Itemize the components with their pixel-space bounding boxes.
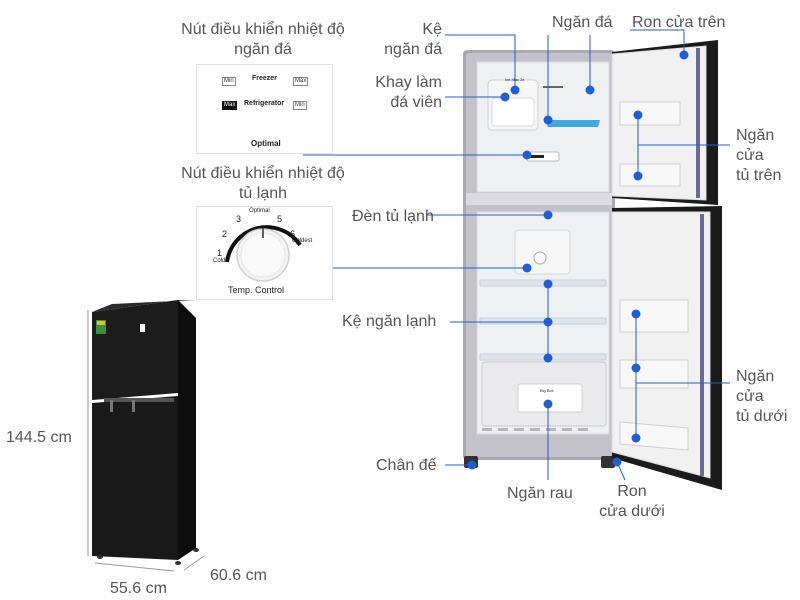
width-line [94,562,175,572]
thumb-foot [97,555,103,559]
label-freezer: Ngăn đá [552,14,613,31]
dial-number-6: 6 [290,229,296,239]
big-box-text: Big Box [540,388,554,393]
freezer-shelf-shape [545,120,600,127]
bottom-door-bin-2 [619,359,689,389]
freezer-label: Freezer [252,75,277,82]
freezer-control-panel [196,64,333,154]
thumb-energy-label [96,320,106,334]
dial-number-2: 2 [222,229,228,239]
dot-light [543,210,553,220]
dimension-width: 55.6 cm [110,580,167,597]
dot-shelf-lower [543,353,553,363]
freezer-optimal-label: Optimal [251,139,281,148]
dot-top-gasket [679,50,689,60]
dial-number-3: 3 [236,214,242,224]
temp-control-label: Temp. Control [228,285,285,295]
label-light: Đèn tủ lạnh [352,208,434,225]
label-shelf-freezer: Kệ ngăn đá [384,21,442,58]
fridge-control-panel [196,206,333,300]
top-door-bin-2 [619,163,681,187]
fridge-dial-arc [225,225,302,263]
dot-bottom-door-bin-1 [631,309,641,319]
label-bottom-door-compartment: Ngăn cửa tủ dưới [736,368,788,425]
dot-base [467,460,477,470]
dot-freezer-control [522,150,532,160]
thumb-bottom-door [92,396,178,560]
dimension-lines [87,310,205,572]
dot-fridge-control [522,263,532,273]
dot-ice-tray [500,92,510,102]
fridge-shelf-middle [479,317,607,325]
base-foot-right [601,456,615,468]
dot-bottom-door-bin-3 [631,433,641,443]
refrigerator-label: Refrigerator [244,100,285,107]
label-fridge-shelf: Kệ ngăn lạnh [342,313,437,330]
dimension-depth: 60.6 cm [210,567,267,584]
dial-number-5: 5 [277,214,283,224]
dial-coldest-label: Coldest [292,238,313,244]
dial-optimal-label: Optimal [249,208,270,214]
dot-top-door-bin-2 [633,171,643,181]
fridge-shelf-lower [479,353,607,361]
label-fridge-control: Nút điều khiển nhiệt độ tủ lạnh [181,165,345,202]
thumb-top-door [92,300,178,400]
dot-freezer [585,85,595,95]
dot-shelf-upper [543,279,553,289]
label-base: Chân đế [376,457,437,474]
label-bottom-gasket: Ron cửa dưới [599,483,665,520]
label-vegetable: Ngăn rau [507,485,573,502]
dimension-height: 144.5 cm [6,429,72,446]
bottom-door-bin-1 [619,299,689,333]
line-top-gasket [630,29,685,55]
separator [466,193,612,205]
thumb-badge [140,324,145,332]
fridge-control-graphic [225,225,302,282]
label-top-gasket: Ron cửa trên [632,14,726,31]
thumb-handle [104,398,174,402]
product-thumbnail [92,300,199,565]
ice-max-text: Ice Max 2x [505,77,525,82]
thumb-handle-left [110,400,113,412]
dot-shelf-middle [543,317,553,327]
refrigerator-min-label: Min [293,101,307,110]
thumb-side [178,300,196,560]
dot-vegetable [543,399,553,409]
dot-freezer-shelf [543,115,553,125]
thumb-foot [175,561,181,565]
label-ice-tray: Khay làm đá viên [375,74,442,111]
label-top-door-compartment: Ngăn cửa tủ trên [736,127,782,184]
thumb-top [92,300,196,312]
fridge-shelf-upper [479,279,607,287]
dot-shelf-freezer [510,85,520,95]
freezer-min-label: Min [222,77,236,86]
main-refrigerator [463,40,722,490]
depth-line [183,555,205,571]
label-freezer-control: Nút điều khiển nhiệt độ ngăn đá [181,21,345,58]
bottom-door-bin-3 [619,421,689,451]
dot-bottom-door-bin-2 [631,363,641,373]
top-door-bin-1 [619,101,681,126]
thumb-foot [193,548,199,552]
dial-number-1: 1 [217,248,223,258]
dot-top-door-bin-1 [633,110,643,120]
thumb-handle-right [132,400,135,412]
refrigerator-max-label: Max [222,101,238,110]
line-shelf-freezer [445,34,516,90]
dial-cold-label: Cold [213,258,226,264]
callout-dots [467,50,689,470]
dot-bottom-gasket [612,457,622,467]
freezer-max-label: Max [293,77,309,86]
